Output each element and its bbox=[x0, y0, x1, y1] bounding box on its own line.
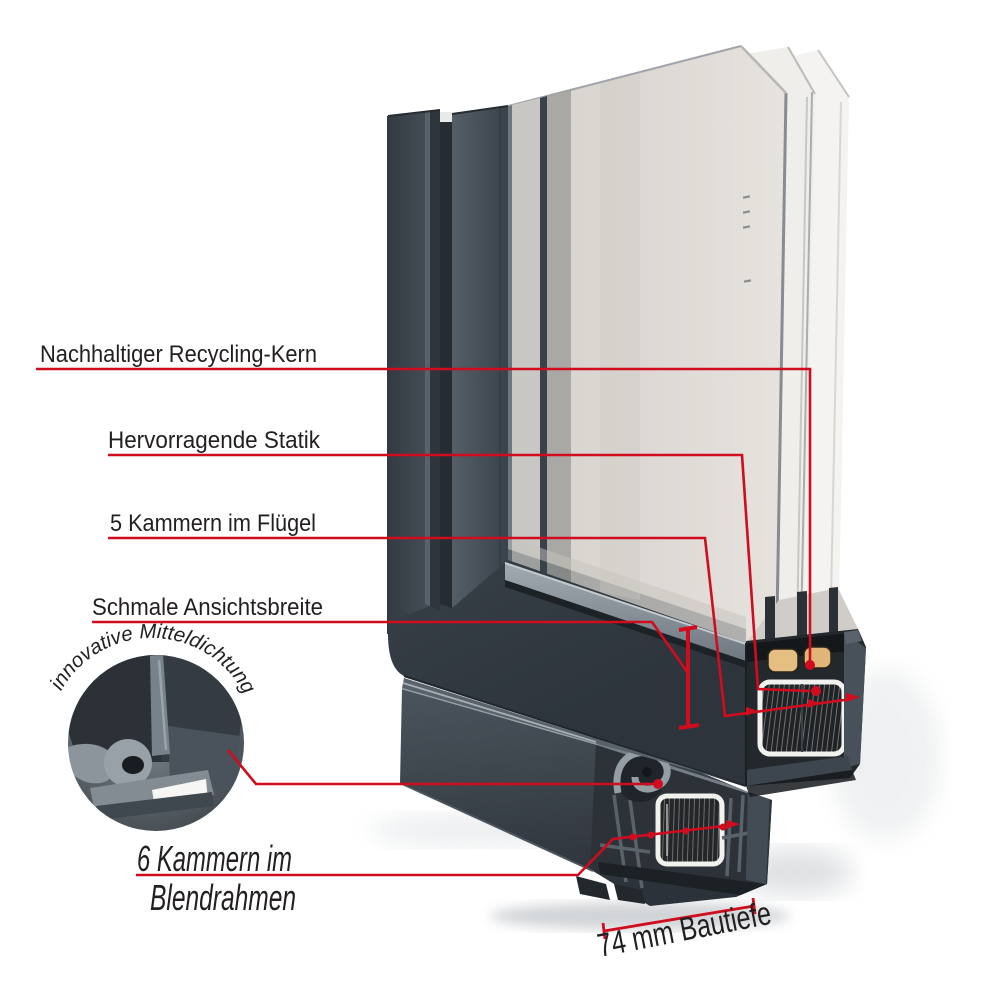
glazing-gasket-line bbox=[505, 580, 746, 668]
callout-lines bbox=[36, 367, 860, 940]
frame-foot-1 bbox=[576, 876, 610, 900]
glass-pane-1 bbox=[505, 46, 786, 643]
sash-cross-section bbox=[745, 587, 866, 797]
callout-line-frame-chambers bbox=[136, 824, 725, 877]
glazing-bead bbox=[505, 562, 746, 661]
face-width-dimension-marker bbox=[678, 625, 700, 730]
callout-line-statics bbox=[108, 453, 811, 693]
label-frame-chambers-line2: Blendrahmen bbox=[150, 877, 296, 918]
center-gasket-detail bbox=[613, 749, 671, 802]
glass-reflection-dashes bbox=[742, 195, 752, 283]
label-sash-chambers: 5 Kammern im Flügel bbox=[110, 510, 316, 537]
label-frame-chambers-line1: 6 Kammern im bbox=[137, 838, 292, 879]
sash-profile bbox=[387, 105, 747, 787]
label-statics: Hervorragende Statik bbox=[108, 427, 321, 454]
gasket-detail-inset bbox=[68, 655, 244, 831]
triple-glazing bbox=[505, 45, 850, 652]
frame-cross-section bbox=[401, 688, 772, 898]
sash-chamber-arrows bbox=[746, 693, 860, 716]
label-face-width: Schmale Ansichtsbreite bbox=[92, 594, 323, 621]
sash-frame-separation bbox=[402, 678, 746, 786]
frame-profile bbox=[399, 688, 772, 906]
dimension-line-74mm bbox=[601, 897, 757, 940]
callout-line-sash-chambers bbox=[108, 536, 853, 718]
steel-reinforcement-sash bbox=[757, 679, 847, 757]
glass-spacer-tails bbox=[765, 587, 838, 651]
callout-line-recycling-core bbox=[36, 367, 812, 661]
frame-foot-2 bbox=[614, 884, 645, 904]
frame-chamber-dots bbox=[629, 820, 740, 841]
callout-line-face-width bbox=[92, 620, 690, 674]
stile-groove bbox=[440, 122, 452, 608]
callout-line-center-gasket bbox=[226, 749, 654, 786]
label-recycling-core: Nachhaltiger Recycling-Kern bbox=[40, 341, 317, 368]
